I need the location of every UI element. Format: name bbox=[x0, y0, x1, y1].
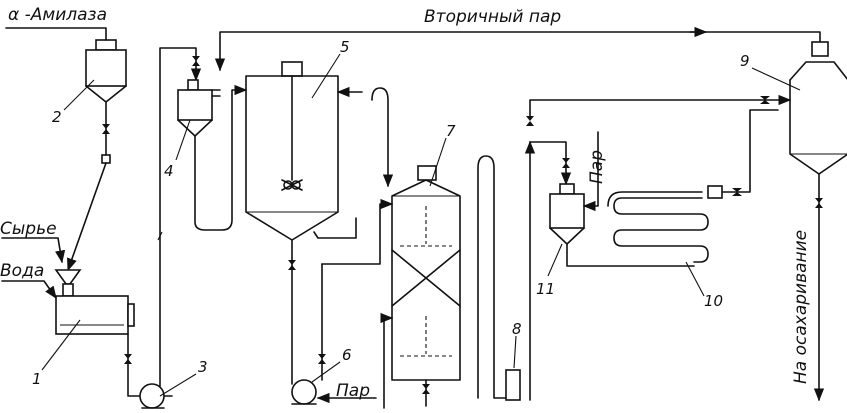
valve bbox=[815, 198, 823, 208]
branch-to-7 bbox=[321, 198, 394, 265]
number-6: 6 bbox=[342, 346, 352, 364]
pump-6 bbox=[291, 379, 317, 405]
valve bbox=[732, 188, 742, 196]
u-tube-5-7 bbox=[371, 87, 394, 188]
coil-10 bbox=[607, 191, 709, 263]
valve bbox=[422, 384, 430, 394]
line-to-separator-9 bbox=[529, 94, 792, 117]
number-1: 1 bbox=[32, 370, 42, 388]
line-to-vessel-11 bbox=[529, 141, 572, 186]
separator-9 bbox=[789, 41, 847, 175]
number-9: 9 bbox=[740, 52, 750, 70]
number-7: 7 bbox=[446, 122, 456, 140]
loop-4-to-5 bbox=[194, 84, 248, 231]
amylase-feed-line bbox=[5, 27, 107, 41]
pump-3 bbox=[139, 383, 173, 409]
tank-5 bbox=[245, 61, 339, 241]
number-4: 4 bbox=[164, 162, 174, 180]
amylase-to-mixer-line bbox=[67, 162, 107, 272]
number-3: 3 bbox=[198, 358, 208, 376]
mixer-to-pump-line bbox=[127, 333, 141, 397]
tank-5-to-column-7 bbox=[313, 217, 357, 239]
number-10: 10 bbox=[704, 292, 723, 310]
number-8: 8 bbox=[512, 320, 522, 338]
label-secondary-vapor: Вторичный пар bbox=[424, 7, 561, 27]
valve bbox=[526, 116, 534, 126]
amylase-hopper-2 bbox=[85, 39, 127, 103]
valve bbox=[192, 56, 200, 66]
dosing-device-10 bbox=[707, 185, 723, 199]
collector-8 bbox=[505, 369, 521, 401]
label-saccharification: На осахаривание bbox=[791, 230, 811, 384]
label-steam-11: Пар bbox=[587, 150, 607, 184]
label-water: Вода bbox=[0, 261, 44, 281]
valve bbox=[288, 260, 296, 270]
secondary-vapor-line bbox=[214, 31, 821, 72]
vessel-11 bbox=[549, 183, 585, 245]
valve bbox=[102, 124, 110, 134]
column-7 bbox=[391, 165, 461, 381]
leader-lines bbox=[41, 53, 801, 397]
label-steam-6: Пар bbox=[336, 381, 370, 401]
valve bbox=[124, 354, 132, 364]
valve bbox=[318, 354, 326, 364]
label-amylase: α -Амилаза bbox=[8, 5, 107, 25]
pump-6-to-column-7 bbox=[380, 312, 394, 409]
vessel-11-to-coil-10 bbox=[566, 243, 695, 267]
number-5: 5 bbox=[340, 38, 350, 56]
u-tube-7-8 bbox=[477, 155, 507, 399]
raw-material-line bbox=[1, 237, 66, 264]
steam-inlet-11 bbox=[582, 131, 599, 212]
valve bbox=[562, 158, 570, 168]
number-11: 11 bbox=[536, 280, 555, 298]
coil-10-to-separator bbox=[707, 109, 779, 193]
mixer-1 bbox=[54, 269, 135, 335]
vessel-4 bbox=[177, 79, 221, 137]
valve bbox=[760, 96, 770, 104]
number-2: 2 bbox=[52, 108, 62, 126]
label-raw-material: Сырье bbox=[0, 219, 57, 239]
water-line bbox=[1, 280, 57, 300]
dosing-device bbox=[101, 154, 111, 164]
